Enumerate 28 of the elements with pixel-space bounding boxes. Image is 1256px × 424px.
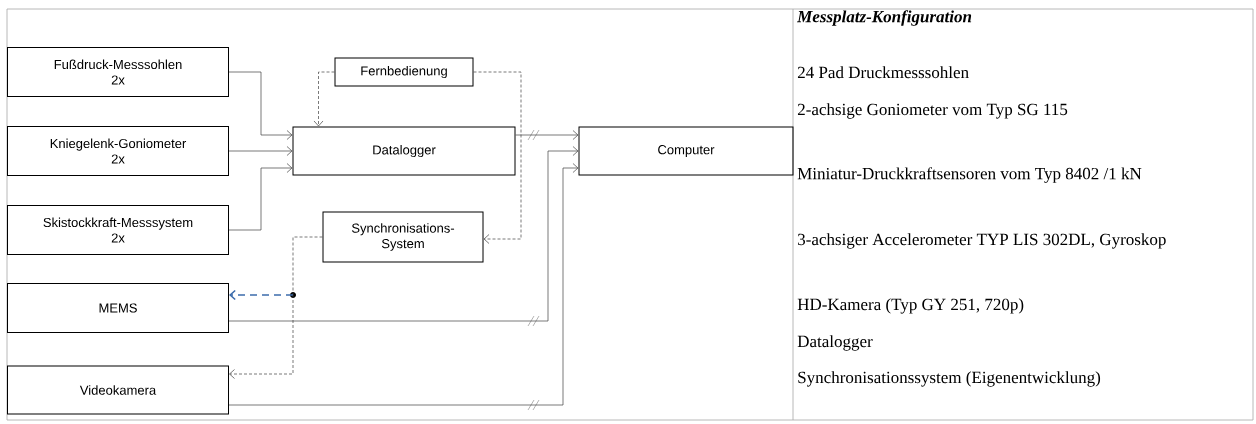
list-item: HD-Kamera (Typ GY 251, 720p) [797, 298, 1024, 314]
arrow [228, 146, 579, 322]
list-item: Synchronisationssystem (Eigenentwicklung) [798, 371, 1101, 387]
process-box: Kniegelenk-Goniometer 2x [7, 126, 229, 176]
list-item: 3-achsiger Accelerometer TYP LIS 302DL, Gyroskop [798, 233, 1166, 249]
list-item: Miniatur-Druckkraftsensoren vom Typ 8402 /1 kN [797, 167, 1142, 183]
arrow [515, 130, 579, 140]
list-item: 24 Pad Druckmesssohlen [797, 66, 969, 79]
process-box: Fußdruck-Messsohlen 2x [7, 47, 229, 97]
dashed-arrow [229, 294, 294, 379]
arrow [228, 163, 293, 231]
dashed-line [292, 236, 323, 296]
process-box: MEMS [7, 283, 229, 333]
arrow [228, 71, 293, 140]
list-item: Datalogger [797, 335, 873, 351]
process-box: Datalogger [292, 126, 516, 176]
dashed-arrow [313, 71, 335, 127]
arrow [228, 146, 293, 156]
process-box: Synchronisations-System [322, 211, 484, 263]
dashed-arrow [229, 289, 294, 301]
list-item: 2-achsige Goniometer vom Typ SG 115 [797, 103, 1068, 119]
dashed-arrow [473, 71, 522, 244]
process-box: Computer [578, 126, 794, 176]
heading: Messplatz-Konfiguration [797, 10, 972, 26]
process-box: Fernbedienung [334, 57, 474, 87]
arrow [228, 163, 579, 406]
process-box: Skistockkraft-Messsystem 2x [7, 205, 229, 255]
process-box: Videokamera [7, 365, 229, 415]
